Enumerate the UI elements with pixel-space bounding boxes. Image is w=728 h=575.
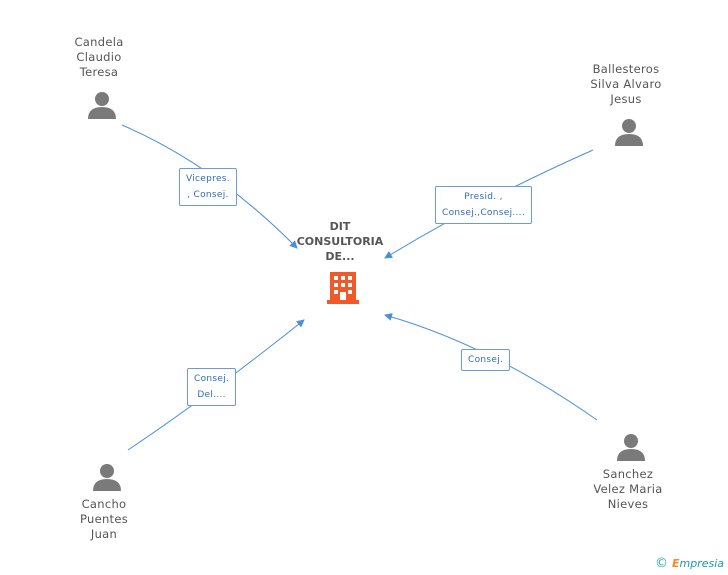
person-name-ballesteros[interactable]: Ballesteros Silva Alvaro Jesus — [566, 62, 686, 107]
person-name-line: Sanchez — [602, 467, 654, 481]
person-name-line: Nieves — [607, 497, 649, 511]
person-name-candela[interactable]: Candela Claudio Teresa — [39, 35, 159, 80]
role-label-line: Presid. , — [464, 192, 503, 202]
person-name-line: Jesus — [610, 92, 642, 106]
person-icon[interactable] — [616, 432, 646, 462]
person-icon[interactable] — [92, 462, 122, 492]
role-label-line: , Consej. — [187, 190, 229, 200]
company-name-line: CONSULTORIA — [296, 235, 384, 248]
role-label-cancho[interactable]: Consej. Del.... — [187, 368, 237, 406]
person-name-line: Cancho — [81, 497, 127, 511]
role-label-ballesteros[interactable]: Presid. , Consej.,Consej.... — [435, 186, 533, 224]
company-name-line: DE... — [325, 250, 355, 263]
company-name-line: DIT — [329, 220, 351, 233]
footer-brand[interactable]: ©Empresia — [655, 556, 724, 571]
person-name-line: Claudio — [76, 50, 122, 64]
role-label-sanchez[interactable]: Consej. — [461, 349, 511, 371]
person-icon[interactable] — [87, 90, 117, 120]
copyright-icon: © — [654, 556, 668, 571]
company-name[interactable]: DIT CONSULTORIA DE... — [280, 219, 400, 264]
person-name-cancho[interactable]: Cancho Puentes Juan — [44, 497, 164, 542]
role-label-candela[interactable]: Vicepres. , Consej. — [179, 168, 237, 206]
role-label-line: Consej. — [468, 355, 504, 365]
person-name-line: Puentes — [79, 512, 129, 526]
person-name-line: Candela — [74, 35, 124, 49]
person-name-sanchez[interactable]: Sanchez Velez Maria Nieves — [568, 467, 688, 512]
person-icon[interactable] — [614, 117, 644, 147]
person-name-line: Silva Alvaro — [590, 77, 662, 91]
person-name-line: Juan — [90, 527, 118, 541]
brand-logo: Empresia — [671, 557, 724, 570]
role-label-line: Consej.,Consej.... — [442, 208, 526, 218]
building-icon[interactable] — [327, 270, 359, 306]
role-label-line: Del.... — [197, 390, 226, 400]
role-label-line: Consej. — [194, 374, 230, 384]
role-label-line: Vicepres. — [186, 174, 230, 184]
person-name-line: Ballesteros — [592, 62, 660, 76]
person-name-line: Velez Maria — [593, 482, 663, 496]
person-name-line: Teresa — [79, 65, 119, 79]
